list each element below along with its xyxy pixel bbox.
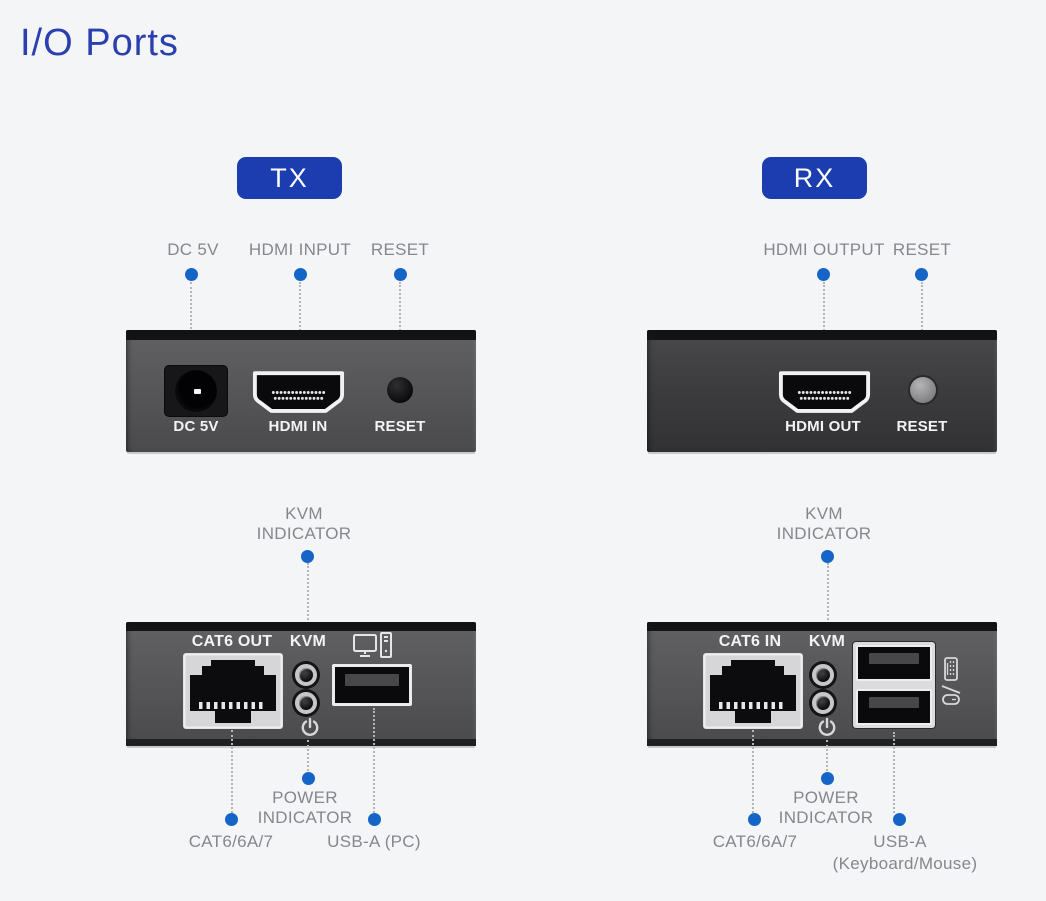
keyboard-mouse-icon: [940, 657, 962, 705]
callout-dot: [821, 550, 834, 563]
callout-dot: [748, 813, 761, 826]
callout-label-cat6-rx: CAT6/6A/7: [712, 832, 798, 851]
power-icon: [817, 717, 837, 739]
power-callout-line2: INDICATOR: [778, 808, 874, 827]
callout-label-reset-rx: RESET: [892, 240, 952, 259]
leader-line: [826, 740, 828, 771]
callout-label-cat6-tx: CAT6/6A/7: [188, 832, 274, 851]
panel-edge: [126, 330, 476, 340]
callout-dot: [294, 268, 307, 281]
usb-slot: [345, 674, 399, 686]
rx-rear-panel: CAT6 IN KVM: [647, 622, 997, 746]
usb-a-dual-port: [853, 642, 935, 728]
callout-dot: [301, 550, 314, 563]
leader-line: [823, 282, 825, 371]
callout-dot: [225, 813, 238, 826]
dc-power-jack: [165, 366, 227, 416]
pc-host-icon: [353, 632, 393, 660]
usb-a-port: [332, 664, 412, 706]
panel-label-hdmi-in: HDMI IN: [268, 418, 328, 435]
panel-label-hdmi-out: HDMI OUT: [785, 418, 861, 435]
leader-line: [307, 563, 309, 632]
callout-label-usb-kbm-line1: USB-A: [873, 832, 927, 851]
panel-label-kvm: KVM: [808, 633, 846, 650]
rx-front-panel: HDMI OUT RESET: [647, 330, 997, 452]
callout-label-usb-pc: USB-A (PC): [327, 832, 421, 851]
usb-a-port: [856, 689, 932, 725]
panel-label-reset: RESET: [374, 418, 426, 435]
callout-dot: [368, 813, 381, 826]
usb-slot: [869, 653, 919, 664]
panel-label-dc5v: DC 5V: [173, 418, 219, 435]
page-title: I/O Ports: [20, 22, 179, 64]
panel-edge: [126, 739, 476, 746]
callout-dot: [893, 813, 906, 826]
kvm-callout-line1: KVM: [805, 504, 843, 523]
kvm-callout-line2: INDICATOR: [776, 524, 872, 543]
callout-dot: [394, 268, 407, 281]
power-callout-line1: POWER: [272, 788, 338, 807]
callout-dot: [302, 772, 315, 785]
kvm-callout-line1: KVM: [285, 504, 323, 523]
leader-line: [307, 740, 309, 771]
panel-label-kvm: KVM: [289, 633, 327, 650]
power-callout-line1: POWER: [793, 788, 859, 807]
rj45-port: [703, 653, 803, 729]
leader-line: [299, 282, 301, 371]
power-icon: [300, 717, 320, 739]
panel-edge: [647, 330, 997, 340]
leader-line: [190, 282, 192, 365]
callout-dot: [821, 772, 834, 785]
callout-label-hdmi-output: HDMI OUTPUT: [763, 240, 885, 259]
tx-rear-panel: CAT6 OUT KVM: [126, 622, 476, 746]
kvm-callout-line2: INDICATOR: [256, 524, 352, 543]
callout-label-power-indicator-tx: POWER INDICATOR: [225, 788, 385, 828]
kvm-led-indicator: [812, 692, 834, 714]
kvm-led-indicator: [812, 664, 834, 686]
callout-dot: [185, 268, 198, 281]
callout-label-power-indicator-rx: POWER INDICATOR: [746, 788, 906, 828]
reset-button[interactable]: [910, 377, 936, 403]
reset-button[interactable]: [387, 377, 413, 403]
kvm-led-indicator: [295, 664, 317, 686]
kvm-led-indicator: [295, 692, 317, 714]
callout-dot: [915, 268, 928, 281]
usb-a-port: [856, 645, 932, 681]
tx-badge: TX: [237, 157, 342, 199]
rj45-port: [183, 653, 283, 729]
leader-line: [231, 730, 233, 813]
leader-line: [373, 708, 375, 813]
hdmi-port: [252, 370, 345, 415]
panel-label-cat6-in: CAT6 IN: [718, 633, 782, 650]
leader-line: [827, 563, 829, 632]
dc-jack-glint: [194, 389, 201, 394]
panel-label-reset: RESET: [896, 418, 948, 435]
callout-dot: [817, 268, 830, 281]
callout-label-usb-kbm-line2: (Keyboard/Mouse): [832, 854, 978, 873]
usb-slot: [869, 697, 919, 708]
callout-label-kvm-indicator-rx: KVM INDICATOR: [744, 504, 904, 544]
callout-label-dc5v: DC 5V: [167, 240, 219, 259]
power-callout-line2: INDICATOR: [257, 808, 353, 827]
leader-line: [752, 730, 754, 813]
callout-label-hdmi-input: HDMI INPUT: [248, 240, 352, 259]
callout-label-reset-tx: RESET: [370, 240, 430, 259]
tx-front-panel: DC 5V HDMI IN RESET: [126, 330, 476, 452]
panel-edge: [647, 622, 997, 631]
hdmi-port: [778, 370, 871, 415]
panel-label-cat6-out: CAT6 OUT: [191, 633, 273, 650]
panel-edge: [647, 739, 997, 746]
callout-label-kvm-indicator-tx: KVM INDICATOR: [224, 504, 384, 544]
rx-badge: RX: [762, 157, 867, 199]
panel-edge: [126, 622, 476, 631]
leader-line: [893, 732, 895, 813]
